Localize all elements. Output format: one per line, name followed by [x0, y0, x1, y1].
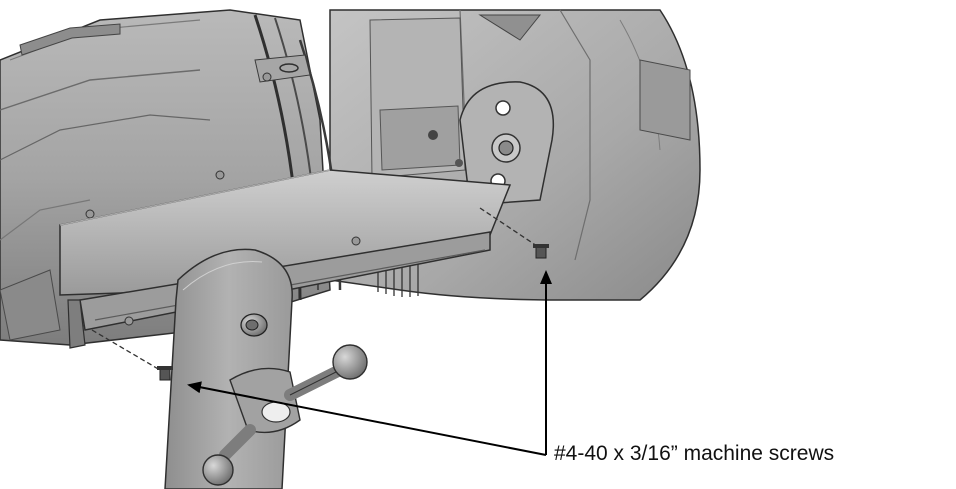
yoke-plate-right	[428, 81, 555, 206]
screw-guide-line-left	[91, 329, 161, 371]
arm-pivot-boss	[240, 313, 268, 337]
callout-leaders	[187, 270, 552, 456]
screw-guide-line-right	[479, 207, 538, 247]
callout-label: #4-40 x 3/16” machine screws	[554, 442, 835, 465]
machine-screw-icon	[157, 366, 173, 381]
leader-to-left-screw	[187, 381, 547, 456]
locking-handle	[202, 344, 368, 486]
yoke-arm	[164, 248, 368, 489]
machine-screw-icon	[533, 244, 549, 259]
screw-pair	[91, 207, 549, 381]
